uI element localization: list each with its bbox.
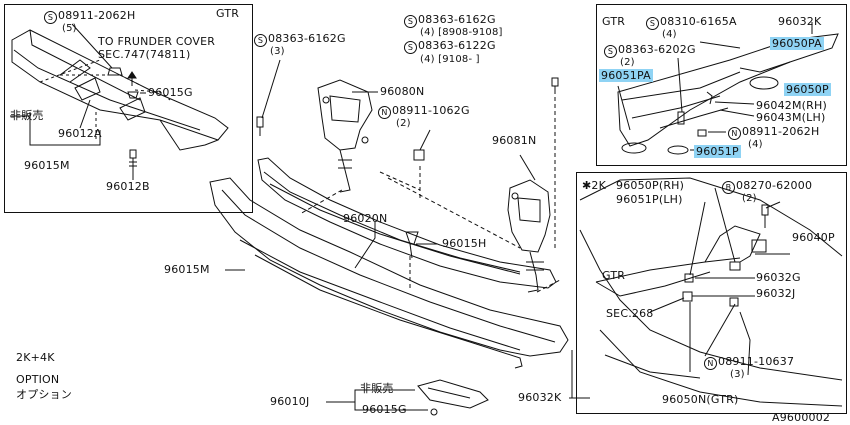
- part-96015h: 96015H: [442, 237, 487, 250]
- diagram-reference-code: A9600002: [772, 411, 831, 424]
- part-qty: (3): [730, 369, 745, 380]
- variant-2k-tag: ✱2K: [582, 179, 607, 192]
- gtr-tag: GTR: [216, 7, 240, 20]
- part-96032g: 96032G: [756, 271, 801, 284]
- label-not-for-sale: 非販売: [10, 109, 44, 122]
- part-qty: (3): [270, 46, 285, 57]
- part-96080n: 96080N: [380, 85, 425, 98]
- part-qty: (4) [8908-9108]: [420, 27, 503, 38]
- part-96050p-rh: 96050P(RH): [616, 179, 685, 192]
- part-96015m: 96015M: [24, 159, 70, 172]
- part-96015m-main: 96015M: [164, 263, 210, 276]
- hood-lock-drawing: [317, 79, 373, 193]
- part-96040p: 96040P: [792, 231, 835, 244]
- part-96051p-lh: 96051P(LH): [616, 193, 683, 206]
- part-96081n: 96081N: [492, 134, 537, 147]
- ref-sec-268: SEC.268: [606, 307, 654, 320]
- hood-latch-drawing: [507, 179, 551, 293]
- part-96012b: 96012B: [106, 180, 150, 193]
- inset-frame-gtr-front: [4, 4, 253, 213]
- part-96043m-lh: 96043M(LH): [756, 111, 826, 124]
- note-2k-4k: 2K+4K: [16, 351, 55, 364]
- part-qty: (5): [62, 23, 77, 34]
- note-option: OPTION: [16, 373, 60, 386]
- gtr-tag: GTR: [602, 269, 626, 282]
- part-96015g-bottom: 96015G: [362, 403, 407, 416]
- part-qty: (2): [620, 57, 635, 68]
- part-qty: (4): [662, 29, 677, 40]
- part-96050pa: 96050PA: [770, 37, 824, 50]
- inset-frame-2k-rear: [576, 172, 847, 414]
- part-96051pa: 96051PA: [599, 69, 653, 82]
- part-96032k-main: 96032K: [518, 391, 562, 404]
- part-96010j: 96010J: [270, 395, 310, 408]
- part-96012a: 96012A: [58, 127, 102, 140]
- note-option-jp: オプション: [16, 388, 72, 401]
- note-frunder-cover: TO FRUNDER COVER: [98, 35, 216, 48]
- note-sec-747: SEC.747(74811): [98, 48, 191, 61]
- label-not-for-sale: 非販売: [360, 382, 394, 395]
- part-qty: (2): [396, 118, 411, 129]
- part-96032j: 96032J: [756, 287, 796, 300]
- part-96015g: 96015G: [148, 86, 193, 99]
- part-96032k-gtr: 96032K: [778, 15, 822, 28]
- part-96020n: 96020N: [343, 212, 388, 225]
- part-qty: (2): [742, 193, 757, 204]
- front-lip-drawing: [11, 29, 229, 172]
- part-96050p: 96050P: [784, 83, 831, 96]
- part-qty: (4): [748, 139, 763, 150]
- part-96042m-rh: 96042M(RH): [756, 99, 827, 112]
- part-96050n-gtr: 96050N(GTR): [662, 393, 739, 406]
- part-96051p: 96051P: [694, 145, 741, 158]
- front-bumper-drawing: [209, 157, 569, 416]
- part-qty: (4) [9108- ]: [420, 54, 480, 65]
- inset-frame-gtr-rear: [596, 4, 847, 166]
- gtr-tag: GTR: [602, 15, 626, 28]
